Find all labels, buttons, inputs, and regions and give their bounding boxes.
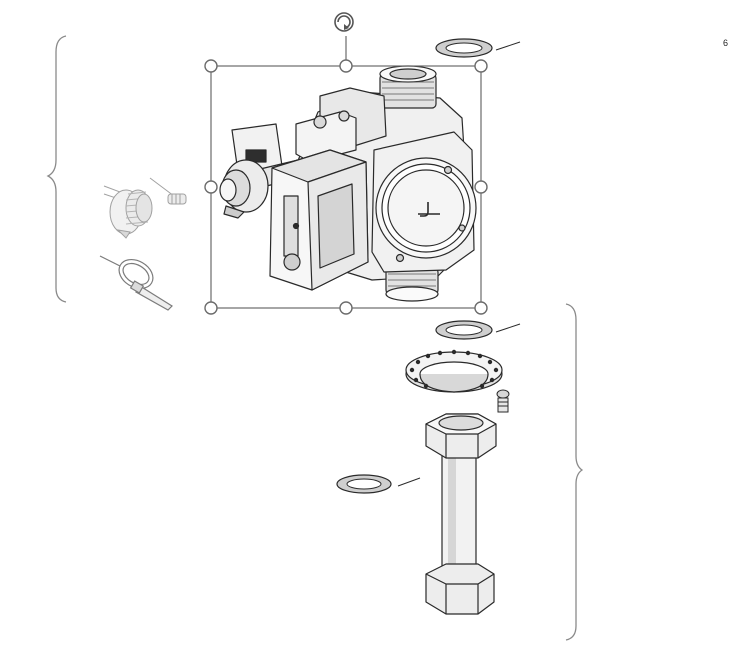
nipple <box>149 177 187 205</box>
resize-handle-top[interactable] <box>339 59 353 73</box>
rotate-icon[interactable] <box>334 12 354 32</box>
resize-handle-bottom-left[interactable] <box>204 301 218 315</box>
gas-pipe-with-nuts[interactable] <box>425 413 497 615</box>
bracket-left <box>46 35 67 303</box>
resize-handle-top-right[interactable] <box>474 59 488 73</box>
sealing-ring-middle[interactable] <box>435 320 521 340</box>
resize-handle-bottom[interactable] <box>339 301 353 315</box>
resize-handle-left[interactable] <box>204 180 218 194</box>
sealing-ring-top[interactable] <box>435 38 521 58</box>
cable-tie <box>99 255 173 311</box>
resize-handle-bottom-right[interactable] <box>474 301 488 315</box>
knob <box>103 185 153 239</box>
resize-handle-top-left[interactable] <box>204 59 218 73</box>
sealing-ring-left[interactable] <box>336 474 421 494</box>
flange[interactable] <box>405 349 503 393</box>
screw[interactable] <box>496 389 510 413</box>
bracket-right <box>565 303 584 641</box>
gas-valve[interactable] <box>219 65 477 302</box>
corner-mark: 6 <box>723 38 729 48</box>
resize-handle-right[interactable] <box>474 180 488 194</box>
